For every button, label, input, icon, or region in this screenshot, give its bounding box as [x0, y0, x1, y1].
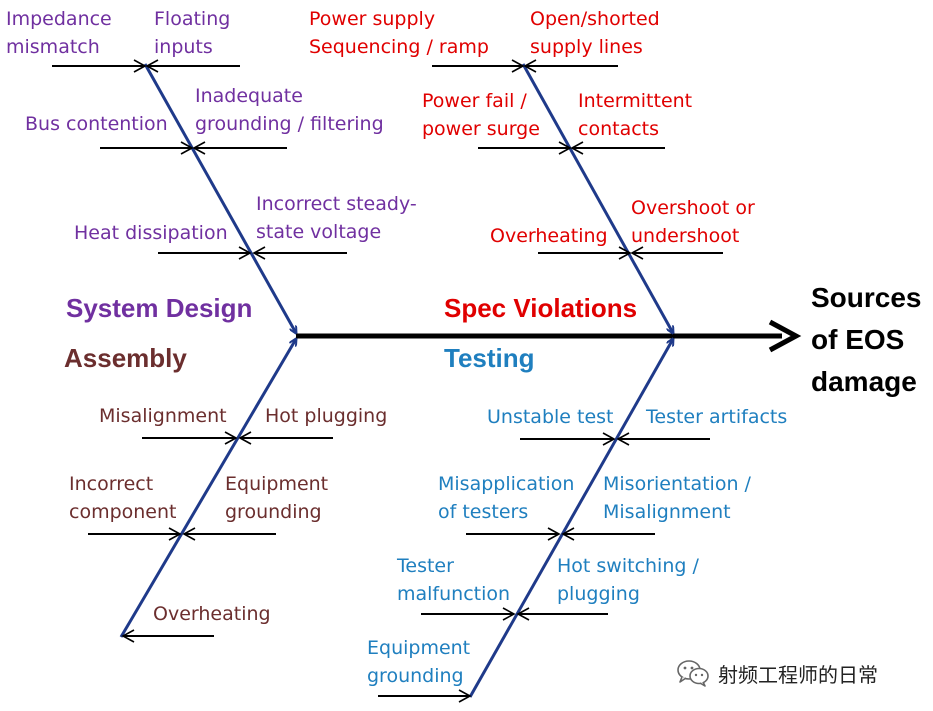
watermark: 射频工程师的日常	[676, 656, 878, 690]
cause-label-line: Overheating	[153, 603, 271, 625]
cause-label-line: Floating	[154, 8, 231, 30]
cause-label-line: Unstable test	[487, 406, 614, 428]
cause-label-incorrect-component: Incorrect component	[69, 470, 177, 526]
cause-label-line: Bus contention	[25, 113, 168, 135]
effect-line: damage	[811, 366, 917, 397]
cause-label-impedance-mismatch: Impedance mismatch	[6, 5, 112, 61]
cause-label-line: contacts	[578, 118, 660, 140]
category-title-assembly: Assembly	[64, 343, 187, 373]
category-title-spec-violations: Spec Violations	[444, 293, 638, 323]
bone-assembly	[119, 339, 296, 638]
cause-label-line: Power fail /	[422, 90, 527, 112]
cause-label-power-supply-sequencing: Power supply Sequencing / ramp	[309, 5, 489, 61]
cause-label-unstable-test: Unstable test	[487, 403, 614, 431]
cause-label-tester-malfunction: Tester malfunction	[397, 552, 510, 608]
cause-label-misorientation-misalignment: Misorientation / Misalignment	[603, 470, 751, 526]
cause-label-line: Incorrect steady-	[256, 193, 417, 215]
cause-label-line: inputs	[154, 36, 213, 58]
bone-system-design	[143, 63, 296, 333]
cause-label-line: grounding	[367, 665, 464, 687]
cause-label-line: Tester	[397, 555, 454, 577]
cause-label-floating-inputs: Floating inputs	[154, 5, 230, 61]
cause-label-open-shorted-supply-lines: Open/shorted supply lines	[530, 5, 660, 61]
effect-line: Sources	[811, 282, 922, 313]
cause-label-line: supply lines	[530, 36, 643, 58]
cause-label-line: Misapplication	[438, 473, 575, 495]
cause-label-line: grounding	[225, 501, 322, 523]
cause-label-line: Equipment	[367, 637, 471, 659]
bone-spec-violations	[521, 63, 673, 333]
cause-label-heat-dissipation: Heat dissipation	[74, 219, 228, 247]
cause-label-line: Inadequate	[195, 85, 303, 107]
cause-label-line: mismatch	[6, 36, 100, 58]
cause-label-line: Misorientation /	[603, 473, 751, 495]
cause-label-misalignment: Misalignment	[99, 402, 227, 430]
category-title-testing: Testing	[444, 343, 535, 373]
watermark-text: 射频工程师的日常	[718, 662, 878, 687]
cause-label-line: Hot plugging	[265, 405, 388, 427]
cause-label-line: plugging	[557, 583, 640, 605]
cause-label-line: grounding / filtering	[195, 113, 384, 135]
cause-label-line: Open/shorted	[530, 8, 660, 30]
cause-label-line: Incorrect	[69, 473, 154, 495]
cause-label-power-fail-surge: Power fail / power surge	[422, 87, 540, 143]
cause-label-line: Hot switching /	[557, 555, 699, 577]
cause-label-line: Power supply	[309, 8, 436, 30]
cause-label-line: Overheating	[490, 225, 608, 247]
cause-label-line: state voltage	[256, 221, 382, 243]
cause-label-hot-switching-plugging: Hot switching / plugging	[557, 552, 699, 608]
cause-label-line: undershoot	[631, 225, 740, 247]
cause-label-line: power surge	[422, 118, 540, 140]
cause-label-line: Misalignment	[99, 405, 227, 427]
cause-label-line: malfunction	[397, 583, 511, 605]
effect-label: Sources of EOS damage	[811, 277, 931, 403]
cause-label-equipment-grounding-assembly: Equipment grounding	[225, 470, 328, 526]
spine-arrowhead	[768, 319, 802, 353]
cause-label-line: Heat dissipation	[74, 222, 228, 244]
wechat-icon	[677, 660, 709, 687]
cause-label-intermittent-contacts: Intermittent contacts	[578, 87, 692, 143]
cause-label-line: of testers	[438, 501, 529, 523]
cause-label-overheating-assembly: Overheating	[153, 600, 271, 628]
effect-line: of EOS	[811, 324, 905, 355]
cause-label-line: component	[69, 501, 177, 523]
cause-label-tester-artifacts: Tester artifacts	[646, 403, 787, 431]
cause-label-line: Sequencing / ramp	[309, 36, 489, 58]
cause-label-misapplication-of-testers: Misapplication of testers	[438, 470, 574, 526]
bone-testing	[468, 339, 673, 698]
cause-label-line: Equipment	[225, 473, 329, 495]
category-title-system-design: System Design	[66, 293, 253, 323]
cause-label-equipment-grounding-testing: Equipment grounding	[367, 634, 470, 690]
cause-label-bus-contention: Bus contention	[25, 110, 168, 138]
cause-label-incorrect-steady-state-voltage: Incorrect steady- state voltage	[256, 190, 417, 246]
cause-label-hot-plugging: Hot plugging	[265, 402, 387, 430]
cause-label-line: Tester artifacts	[646, 406, 788, 428]
cause-label-line: Overshoot or	[631, 197, 755, 219]
cause-label-overshoot-undershoot: Overshoot or undershoot	[631, 194, 755, 250]
cause-label-line: Intermittent	[578, 90, 693, 112]
cause-label-inadequate-grounding: Inadequate grounding / filtering	[195, 82, 384, 138]
cause-label-overheating-spec: Overheating	[490, 222, 608, 250]
cause-label-line: Impedance	[6, 8, 112, 30]
cause-label-line: Misalignment	[603, 501, 731, 523]
